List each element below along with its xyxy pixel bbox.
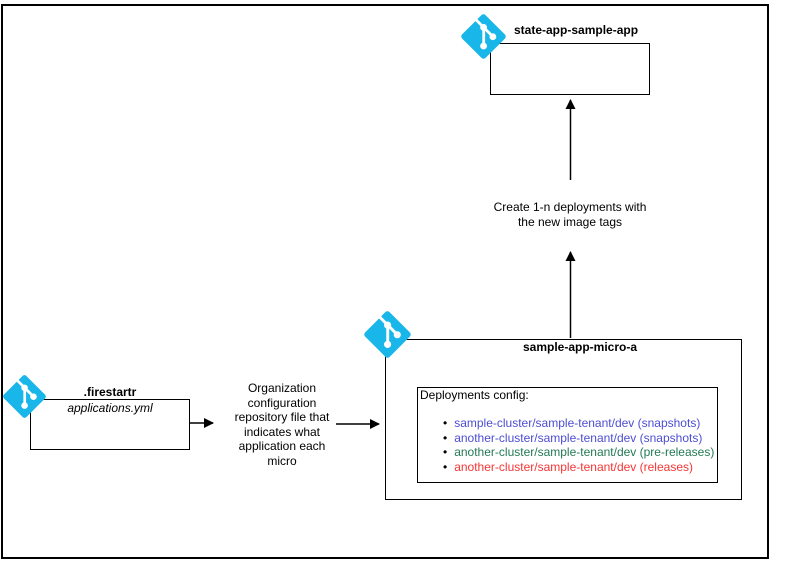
deployment-target-label: another-cluster/sample-tenant/dev (pre-r… <box>454 445 715 460</box>
firestartr-node-label: .firestartr <box>83 385 137 399</box>
page-border <box>1 4 769 559</box>
deployment-target-label: another-cluster/sample-tenant/dev (snaps… <box>454 430 703 445</box>
git-icon <box>364 311 411 358</box>
git-icon <box>3 375 46 418</box>
state-app-node-box <box>490 43 650 95</box>
deployments-config-title: Deployments config: <box>420 388 529 402</box>
firestartr-file-label: applications.yml <box>67 401 153 415</box>
bullet-icon: • <box>443 445 448 460</box>
bullet-icon: • <box>443 416 448 430</box>
deployment-list-item: • another-cluster/sample-tenant/dev (rele… <box>443 460 714 475</box>
git-icon <box>461 14 506 59</box>
bullet-icon: • <box>443 430 448 445</box>
org-config-annotation: Organization configuration repository fi… <box>234 381 330 468</box>
deployments-list: • sample-cluster/sample-tenant/dev (snaps… <box>443 416 714 475</box>
bullet-icon: • <box>443 460 448 475</box>
create-deployments-annotation: Create 1-n deployments with the new imag… <box>493 200 647 229</box>
deployment-target-label: sample-cluster/sample-tenant/dev (snapsh… <box>454 416 701 430</box>
deployment-list-item: • another-cluster/sample-tenant/dev (pre-… <box>443 445 714 460</box>
deployment-list-item: • sample-cluster/sample-tenant/dev (snaps… <box>443 416 714 431</box>
micro-a-node-label: sample-app-micro-a <box>522 340 638 354</box>
deployment-target-label: another-cluster/sample-tenant/dev (relea… <box>454 460 693 475</box>
deployment-list-item: • another-cluster/sample-tenant/dev (snap… <box>443 431 714 446</box>
deployments-config-box <box>417 387 718 483</box>
firestartr-node-box <box>30 399 190 450</box>
state-app-node-label: state-app-sample-app <box>514 23 639 37</box>
